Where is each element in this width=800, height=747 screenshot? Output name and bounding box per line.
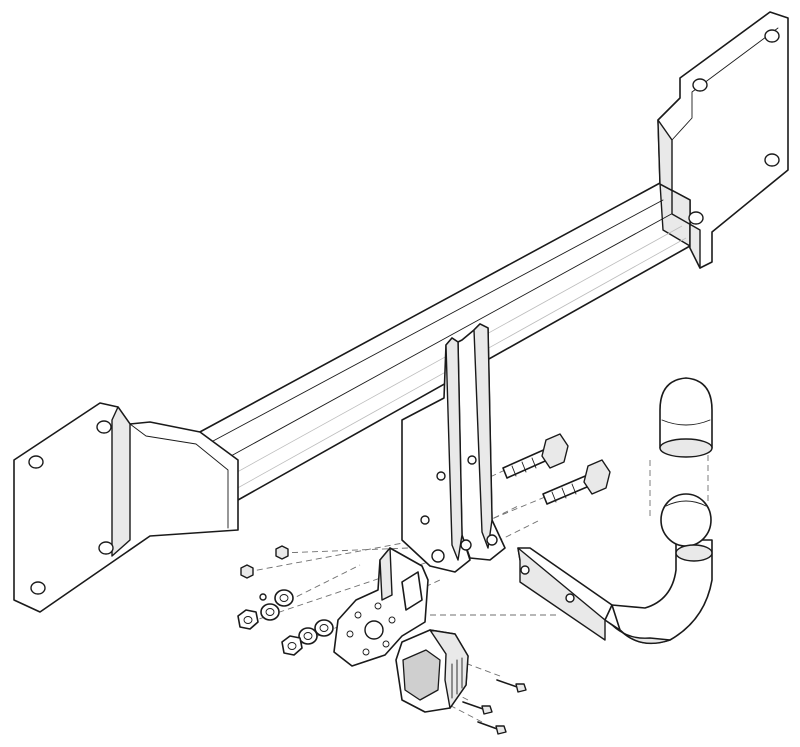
center-brackets-icon	[401, 323, 506, 573]
bolt-upper	[502, 433, 569, 479]
nuts-washers-icon	[237, 545, 334, 656]
ball-cover-cap-icon	[659, 377, 713, 458]
screw-3	[477, 721, 507, 735]
electrical-socket-icon	[395, 629, 469, 713]
socket-bracket-icon	[333, 547, 429, 667]
screw-1	[496, 679, 527, 693]
left-mounting-plate-icon	[13, 402, 239, 613]
screw-2	[462, 701, 493, 715]
small-screws-icon	[462, 679, 527, 735]
right-mounting-plate-icon	[657, 11, 789, 269]
tow-ball-neck-icon	[517, 493, 713, 645]
mounting-bolts-icon	[502, 433, 611, 505]
bolt-lower	[542, 459, 611, 505]
